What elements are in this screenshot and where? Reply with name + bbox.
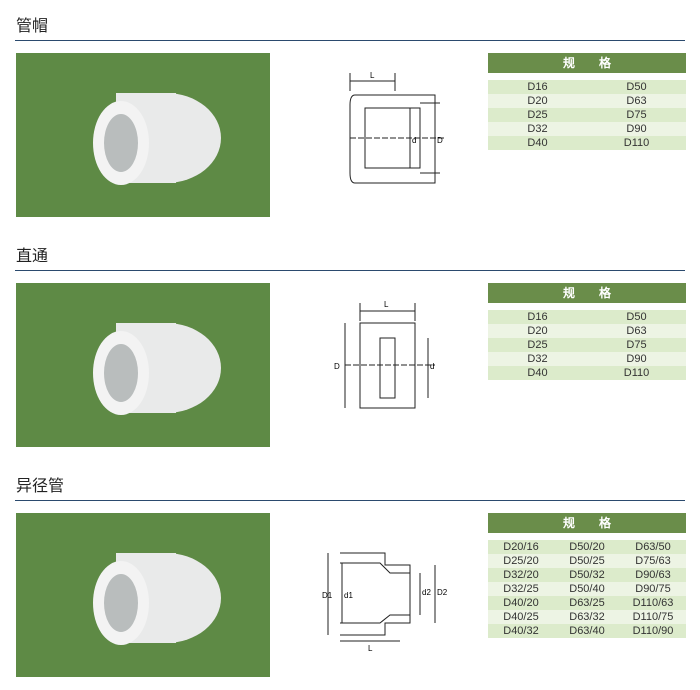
- table-cell: D50: [626, 81, 647, 93]
- table-row: D32 D90: [488, 352, 686, 366]
- table-cell: D75: [626, 109, 647, 121]
- table-row: D25 D75: [488, 108, 686, 122]
- table-cell: D90: [626, 123, 647, 135]
- svg-text:d1: d1: [344, 591, 353, 600]
- table-row: D40 D110: [488, 136, 686, 150]
- table-row: D25/20 D50/25 D75/63: [488, 554, 686, 568]
- svg-text:D2: D2: [437, 588, 448, 597]
- table-cell: D25: [527, 109, 548, 121]
- table-cell: D63: [626, 325, 647, 337]
- spec-header: 规格: [488, 513, 686, 533]
- table-row: D25 D75: [488, 338, 686, 352]
- table-row: D16 D50: [488, 310, 686, 324]
- table-cell: D25/20: [503, 555, 539, 567]
- table-cell: D75/63: [635, 555, 671, 567]
- table-row: D32 D90: [488, 122, 686, 136]
- table-cell: D50/25: [569, 555, 605, 567]
- table-cell: D25: [527, 339, 548, 351]
- table-cell: D63/40: [569, 625, 605, 637]
- table-row: D32/20 D50/32 D90/63: [488, 568, 686, 582]
- table-cell: D32/20: [503, 569, 539, 581]
- table-cell: D90/63: [635, 569, 671, 581]
- table-row: D40/25 D63/32 D110/75: [488, 610, 686, 624]
- table-cell: D20/16: [503, 541, 539, 553]
- svg-text:D: D: [437, 136, 443, 145]
- table-cell: D50/32: [569, 569, 605, 581]
- table-row: D20/16 D50/20 D63/50: [488, 540, 686, 554]
- table-cell: D110/63: [632, 597, 674, 609]
- product-photo: [16, 53, 270, 217]
- table-cell: D20: [527, 95, 548, 107]
- spec-header: 规格: [488, 283, 686, 303]
- table-row: D32/25 D50/40 D90/75: [488, 582, 686, 596]
- table-cell: D90/75: [635, 583, 671, 595]
- table-row: D40/20 D63/25 D110/63: [488, 596, 686, 610]
- table-cell: D32/25: [503, 583, 539, 595]
- divider: [15, 500, 685, 501]
- table-cell: D110/75: [632, 611, 674, 623]
- table-cell: D75: [626, 339, 647, 351]
- section-title: 异径管: [16, 476, 65, 495]
- svg-text:L: L: [370, 71, 375, 80]
- table-cell: D50: [626, 311, 647, 323]
- svg-text:D: D: [334, 362, 340, 371]
- table-cell: D90: [626, 353, 647, 365]
- svg-text:d: d: [430, 362, 434, 371]
- table-row: D20 D63: [488, 94, 686, 108]
- section-title: 管帽: [16, 16, 49, 35]
- table-cell: D40: [527, 367, 548, 379]
- reducer-diagram: D1 d1 d2 D2L: [322, 552, 448, 653]
- table-cell: D40/32: [503, 625, 539, 637]
- cap-diagram: Ld D: [349, 71, 445, 184]
- product-photo: [16, 283, 270, 447]
- table-cell: D110: [623, 137, 650, 149]
- table-cell: D32: [527, 123, 548, 135]
- svg-text:L: L: [368, 644, 373, 653]
- section-title: 直通: [16, 246, 49, 265]
- spec-header: 规格: [488, 53, 686, 73]
- svg-text:d: d: [412, 136, 416, 145]
- svg-text:L: L: [384, 300, 389, 309]
- table-row: D20 D63: [488, 324, 686, 338]
- table-cell: D50/40: [569, 583, 605, 595]
- table-cell: D32: [527, 353, 548, 365]
- table-cell: D63/32: [569, 611, 605, 623]
- table-row: D40/32 D63/40 D110/90: [488, 624, 686, 638]
- table-row: D40 D110: [488, 366, 686, 380]
- table-cell: D16: [527, 311, 548, 323]
- table-row: D16 D50: [488, 80, 686, 94]
- table-cell: D40: [527, 137, 548, 149]
- table-cell: D63/25: [569, 597, 605, 609]
- table-cell: D63/50: [635, 541, 671, 553]
- divider: [15, 270, 685, 271]
- table-cell: D40/25: [503, 611, 539, 623]
- divider: [15, 40, 685, 41]
- svg-text:d2: d2: [422, 588, 431, 597]
- svg-text:D1: D1: [322, 591, 333, 600]
- product-photo: [16, 513, 270, 677]
- table-cell: D110: [623, 367, 650, 379]
- table-cell: D50/20: [569, 541, 605, 553]
- table-cell: D110/90: [632, 625, 674, 637]
- table-cell: D63: [626, 95, 647, 107]
- table-cell: D40/20: [503, 597, 539, 609]
- table-cell: D20: [527, 325, 548, 337]
- table-cell: D16: [527, 81, 548, 93]
